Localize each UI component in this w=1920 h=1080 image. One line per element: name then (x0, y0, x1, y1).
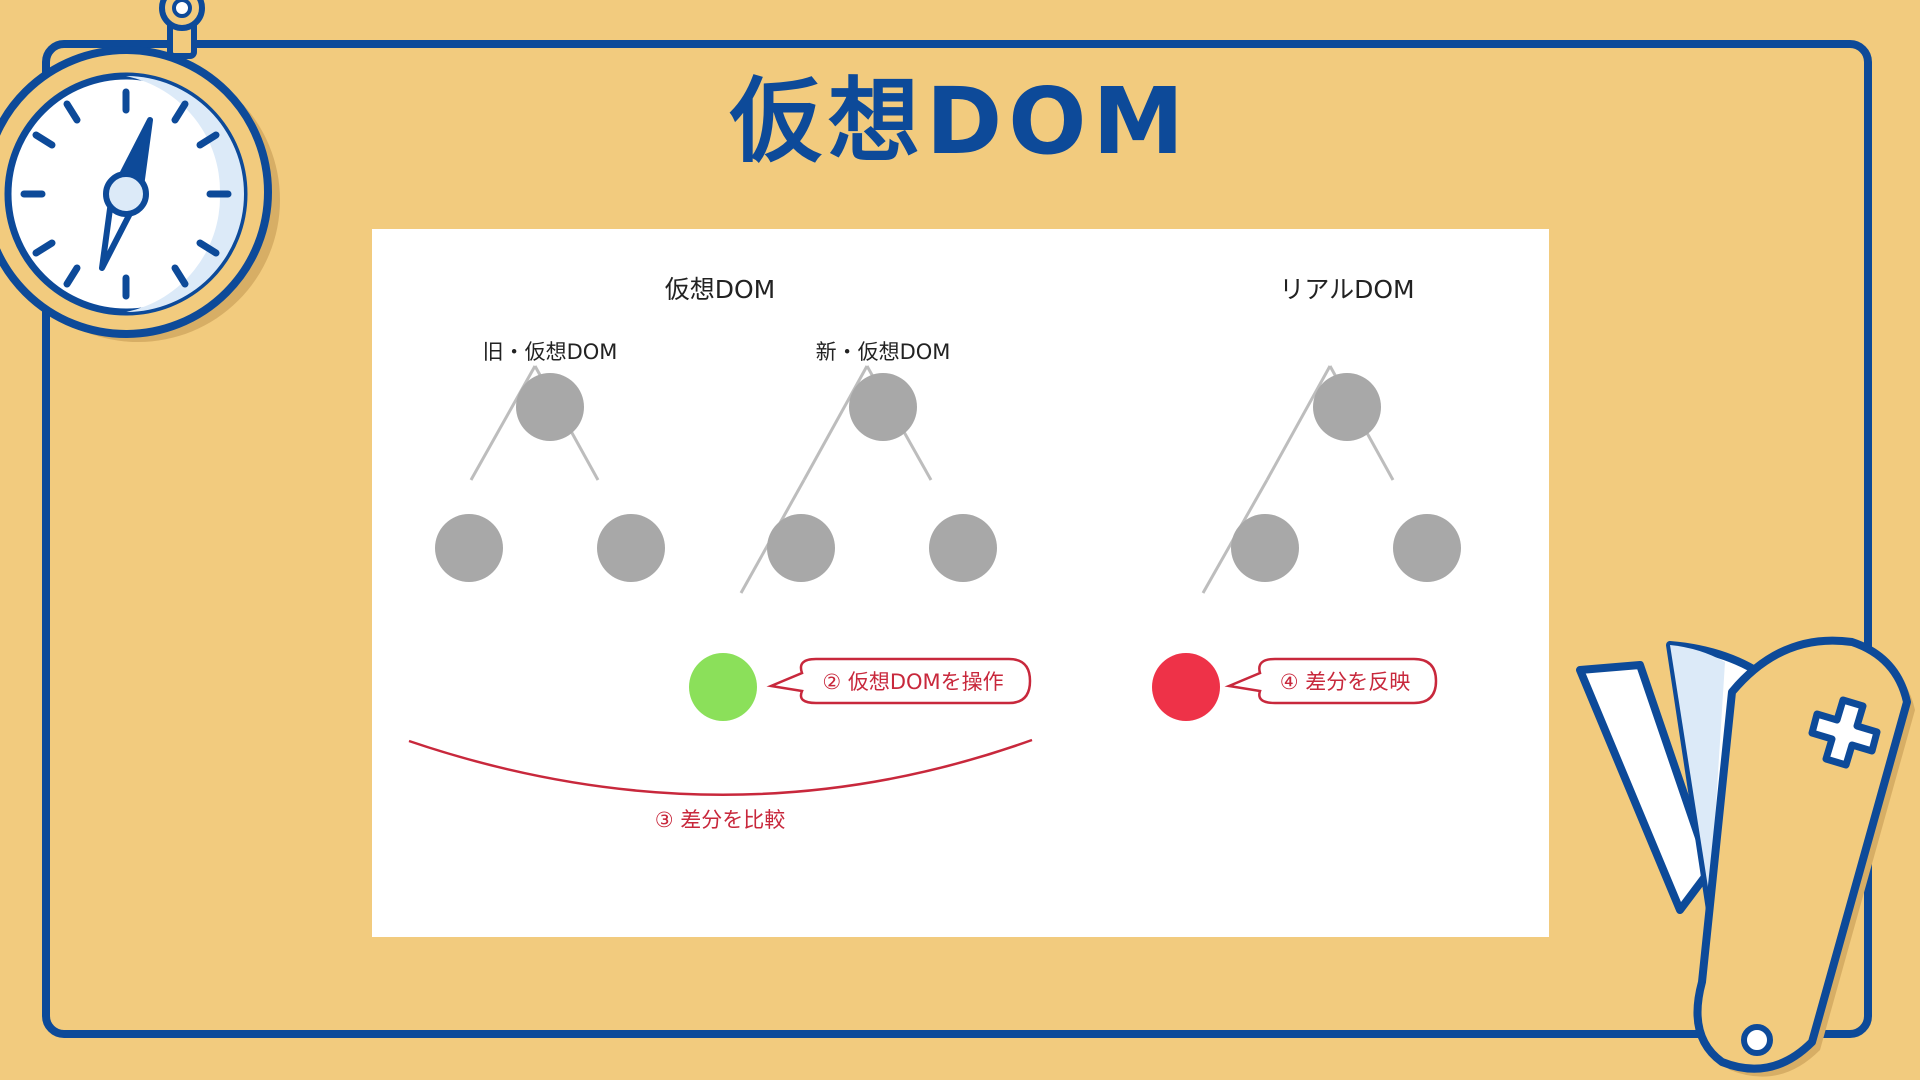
edge-new-root-left (802, 365, 869, 481)
callout-operate-text: ② 仮想DOMを操作 (822, 670, 1003, 694)
old-tree-left-node (435, 514, 503, 582)
old-tree-root-node (516, 373, 584, 441)
callout-reflect-text: ④ 差分を反映 (1280, 670, 1411, 694)
real-tree-left-node (1231, 514, 1299, 582)
stopwatch-icon (0, 0, 280, 342)
compare-arc (408, 738, 1033, 796)
new-tree-root-node (849, 373, 917, 441)
callout-operate: ② 仮想DOMを操作 (766, 657, 1032, 705)
new-tree-left-node (767, 514, 835, 582)
virtual-dom-heading: 仮想DOM (665, 275, 776, 304)
callout-reflect: ④ 差分を反映 (1224, 657, 1438, 705)
real-tree-root-node (1313, 373, 1381, 441)
old-virtual-dom-tree (435, 373, 665, 582)
callout-operate-bubble (766, 657, 1032, 705)
old-tree-label: 旧・仮想DOM (483, 340, 618, 364)
real-dom-heading: リアルDOM (1279, 275, 1414, 304)
real-dom-tree (1152, 373, 1461, 721)
new-tree-label: 新・仮想DOM (816, 340, 951, 364)
new-tree-added-node (689, 653, 757, 721)
real-tree-right-node (1393, 514, 1461, 582)
old-tree-right-node (597, 514, 665, 582)
diagram-svg: 仮想DOM リアルDOM 旧・仮想DOM 新・仮想DOM ② 仮想DOMを操作 … (408, 275, 1461, 832)
diagram-panel: 仮想DOM リアルDOM 旧・仮想DOM 新・仮想DOM ② 仮想DOMを操作 … (372, 229, 1549, 937)
new-tree-right-node (929, 514, 997, 582)
real-tree-changed-node (1152, 653, 1220, 721)
compare-label: ③ 差分を比較 (655, 808, 786, 832)
slide-frame (42, 40, 1872, 1038)
edge-real-root-left (1265, 365, 1332, 481)
swiss-knife-icon (1576, 636, 1915, 1077)
new-virtual-dom-tree (689, 373, 997, 721)
slide-title: 仮想DOM (729, 68, 1191, 175)
callout-reflect-bubble (1224, 657, 1438, 705)
